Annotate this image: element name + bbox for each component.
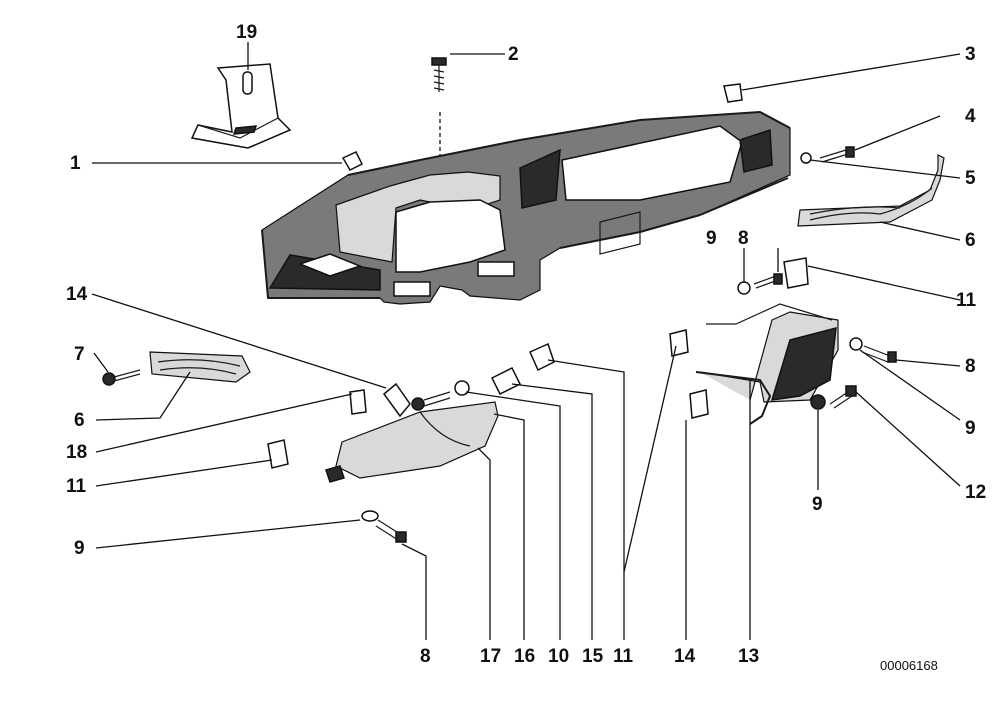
part-screw-8-right	[861, 345, 897, 363]
callout-8-bottom: 8	[420, 646, 431, 667]
part-clip-14-left	[382, 382, 411, 418]
part-screw-2	[431, 57, 447, 158]
callout-9-top: 9	[706, 228, 717, 249]
callout-2: 2	[508, 44, 519, 65]
callout-4: 4	[965, 106, 976, 127]
callout-11-left: 11	[66, 476, 87, 497]
part-washer-9-top	[737, 281, 751, 295]
callout-6-right: 6	[965, 230, 976, 251]
part-screw-4	[819, 146, 855, 163]
part-screw-7	[102, 369, 141, 386]
part-clip-11-mid	[529, 342, 555, 372]
callout-1: 1	[70, 153, 81, 174]
callout-15: 15	[582, 646, 604, 667]
callout-8-right: 8	[965, 356, 976, 377]
part-clip-right-upper	[669, 329, 689, 357]
callout-8-top: 8	[738, 228, 749, 249]
callout-9-right: 9	[965, 418, 976, 439]
document-number: 00006168	[880, 658, 938, 673]
part-nut-10	[454, 380, 470, 396]
callout-18: 18	[66, 442, 87, 463]
callout-11-bottom: 11	[613, 646, 634, 667]
part-clip-3	[723, 83, 743, 103]
callout-19: 19	[236, 22, 257, 43]
dashboard-body	[261, 111, 791, 305]
part-clip-14-right	[689, 389, 709, 419]
part-washer-5	[800, 152, 812, 164]
part-clip-18	[349, 389, 367, 415]
callout-7: 7	[74, 344, 85, 365]
part-trim-6-right	[797, 154, 945, 227]
part-cover-17	[325, 401, 499, 483]
part-washer-9-mid	[849, 337, 863, 351]
callout-6-left: 6	[74, 410, 85, 431]
callout-13: 13	[738, 646, 759, 667]
part-clip-15	[490, 366, 522, 396]
part-bracket-19	[190, 63, 292, 149]
callout-5: 5	[965, 168, 976, 189]
part-screw-9-left	[361, 510, 407, 543]
dashboard-drawing	[102, 57, 945, 543]
callout-labels: 19 2 3 4 5 6 1 9 8 11 14 7 6 8 9 18 11 1…	[66, 22, 986, 673]
callout-12: 12	[965, 482, 986, 503]
part-nut-9-lower	[810, 394, 826, 410]
part-screw-8-top	[753, 273, 783, 289]
part-screw-12	[829, 385, 857, 409]
callout-3: 3	[965, 44, 976, 65]
callout-16: 16	[514, 646, 535, 667]
callout-17: 17	[480, 646, 501, 667]
callout-11-right: 11	[956, 290, 977, 311]
part-cover-13	[695, 303, 839, 425]
part-screw-16	[411, 391, 451, 411]
part-clip-11-left	[267, 439, 289, 469]
part-clip-1	[341, 151, 364, 171]
callout-14-left: 14	[66, 284, 88, 305]
callout-14-bottom: 14	[674, 646, 696, 667]
part-trim-6-left	[149, 351, 251, 383]
callout-10: 10	[548, 646, 569, 667]
callout-9-left: 9	[74, 538, 85, 559]
callout-9-lower: 9	[812, 494, 823, 515]
part-clip-11-right	[783, 257, 809, 289]
leader-lines	[91, 42, 961, 640]
